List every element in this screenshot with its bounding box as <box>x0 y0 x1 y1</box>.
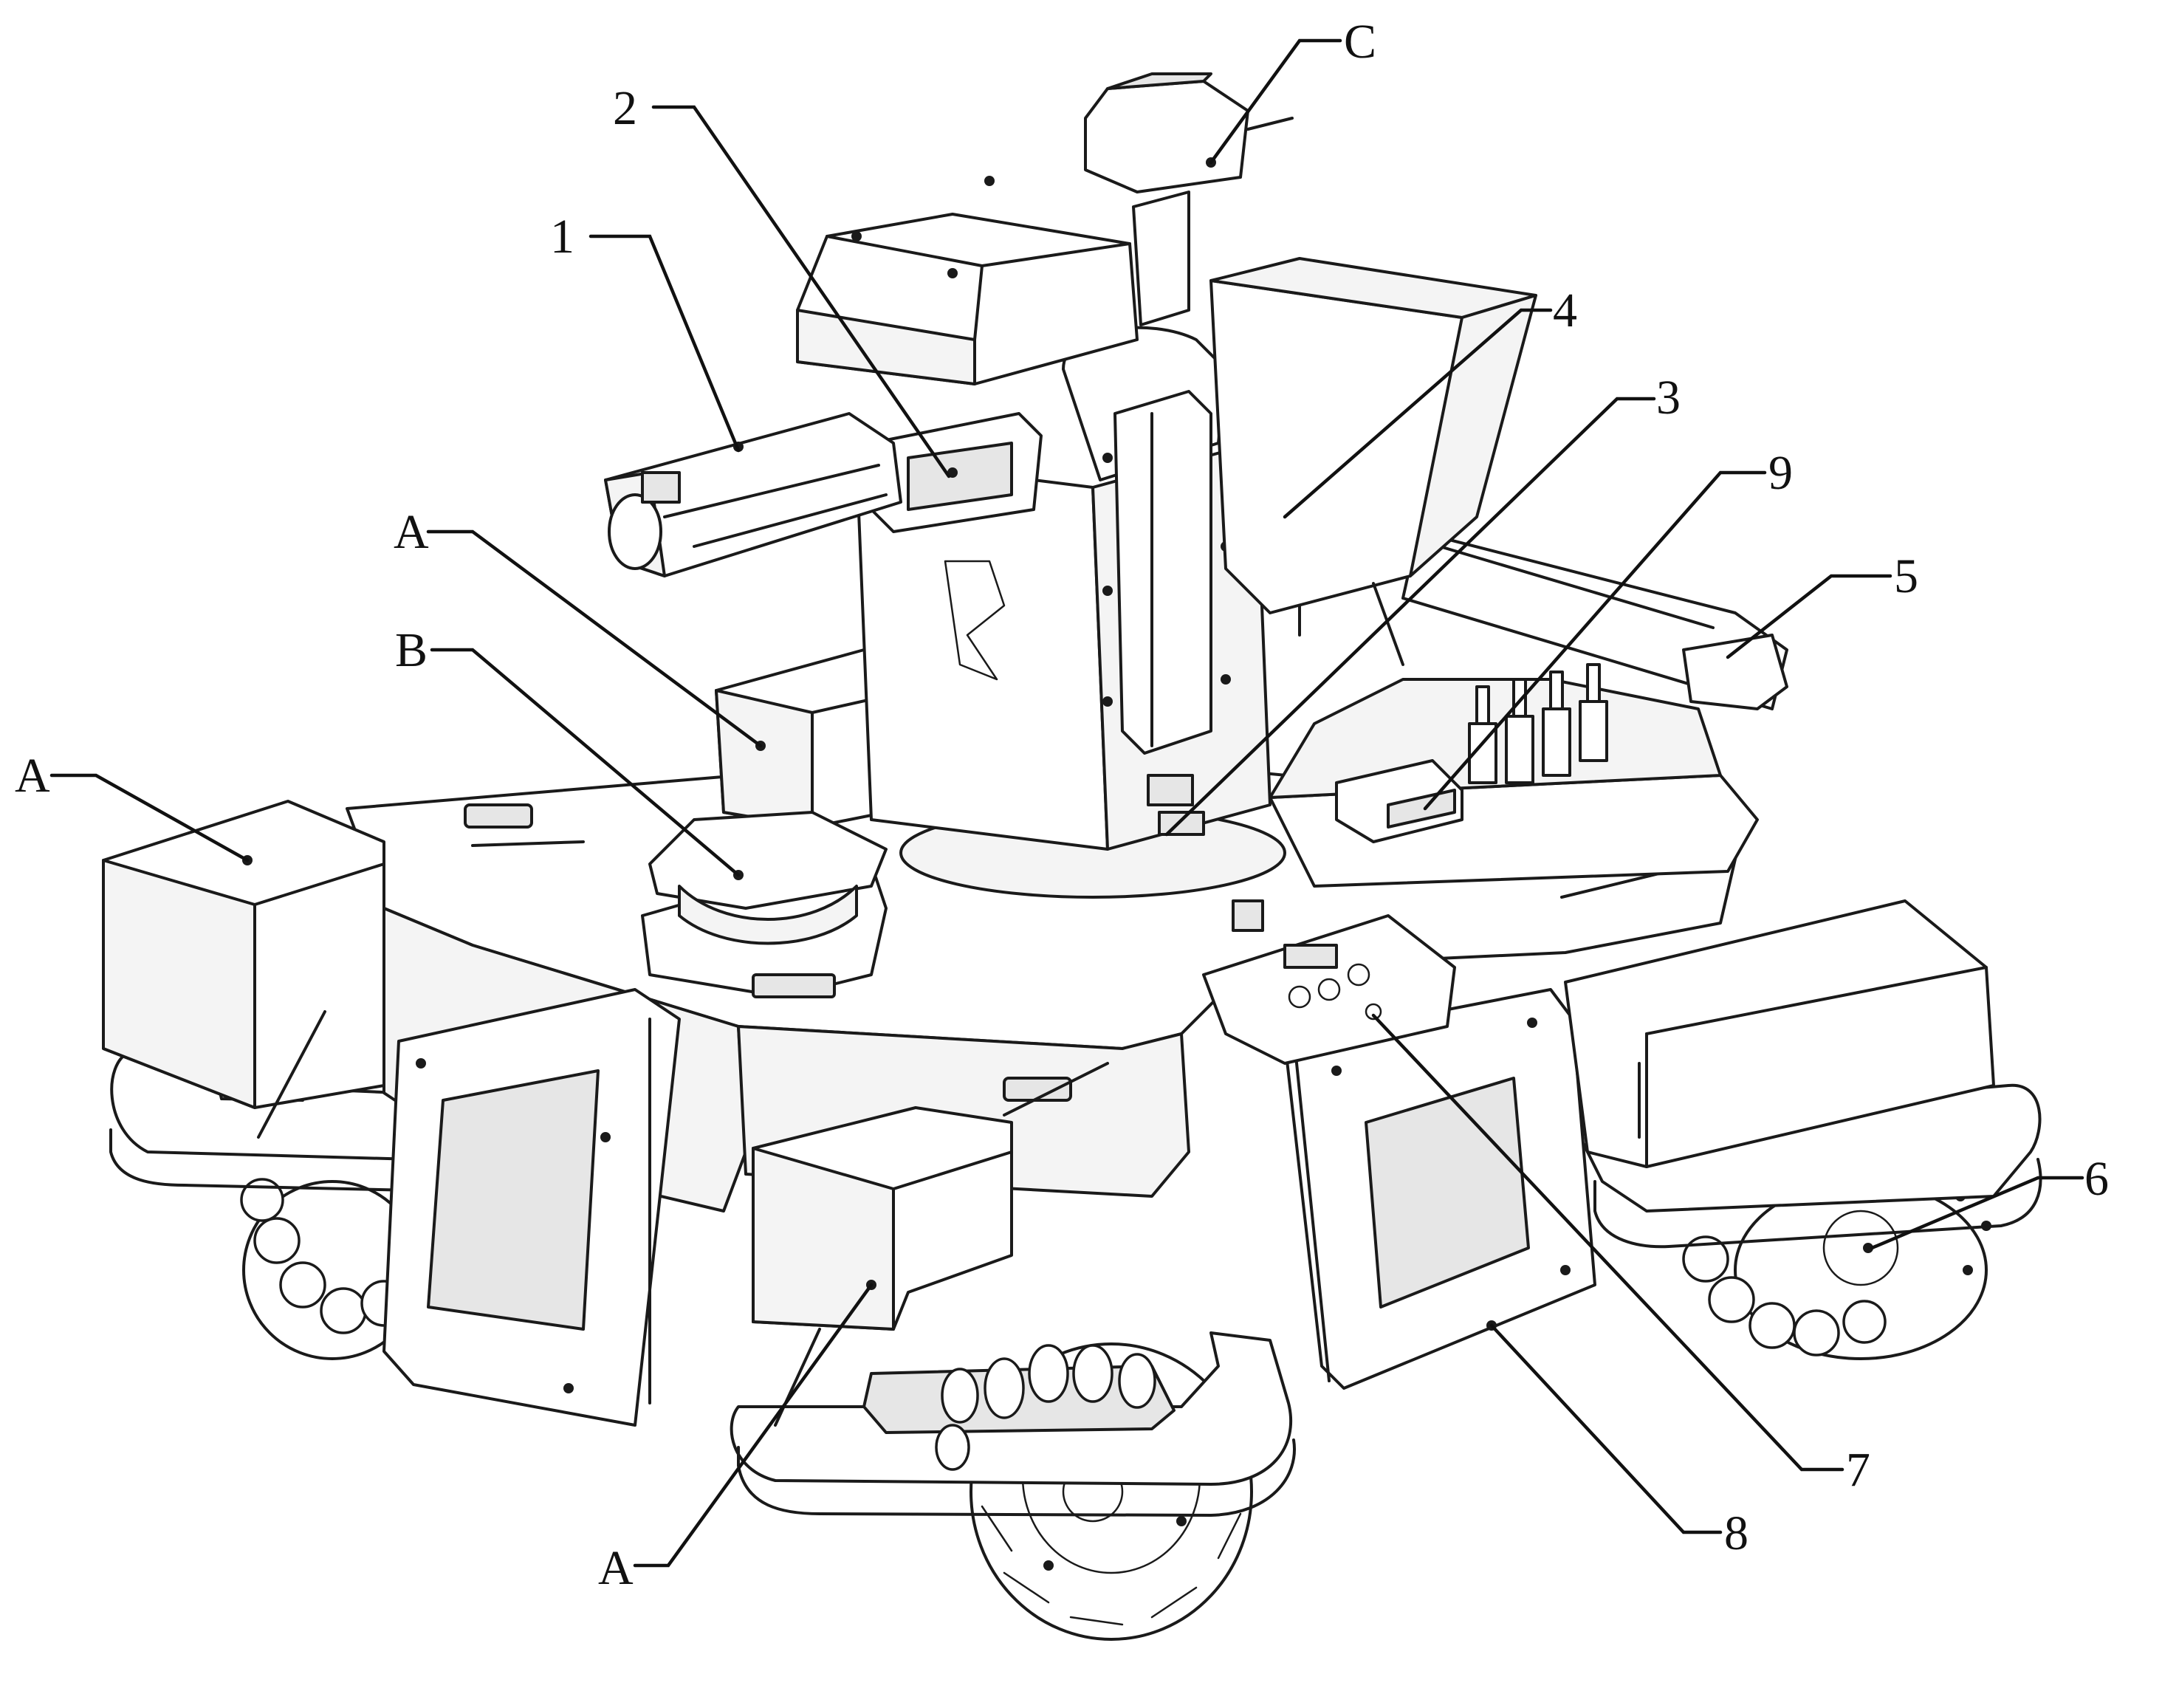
armor-module-rear-right <box>1564 899 1995 1168</box>
armor-module-left <box>102 800 385 1139</box>
camera-barrel-1 <box>604 412 902 577</box>
gimbal-turret <box>855 326 1286 932</box>
label-c: C <box>1344 15 1376 69</box>
connector-3 <box>1158 811 1205 836</box>
label-4: 4 <box>1553 284 1577 337</box>
label-7: 7 <box>1846 1443 1870 1497</box>
label-b: B <box>395 623 428 677</box>
label-9: 9 <box>1768 446 1793 500</box>
bracket-2 <box>870 412 1043 533</box>
label-6: 6 <box>2084 1152 2109 1206</box>
main-controller-7 <box>1202 914 1456 1065</box>
wheel-hub-6 <box>1863 1243 1873 1253</box>
pitch-housing <box>796 176 1139 385</box>
top-sensor-c <box>1084 72 1294 326</box>
part-labels: 1 2 3 4 5 6 7 8 9 A A A B C <box>15 15 2109 1595</box>
label-a-bottom: A <box>598 1541 634 1595</box>
leader-lines <box>49 38 2084 1568</box>
label-2: 2 <box>613 81 637 135</box>
sensor-unit-b <box>641 811 888 998</box>
label-a-left: A <box>15 749 50 803</box>
label-1: 1 <box>550 210 574 264</box>
armor-module-front <box>752 1106 1013 1427</box>
electronics-box-9 <box>1335 759 1463 843</box>
label-3: 3 <box>1656 371 1681 425</box>
label-5: 5 <box>1894 549 1918 603</box>
armor-panel-front-left <box>382 988 681 1427</box>
label-8: 8 <box>1724 1506 1749 1560</box>
rear-rail-5 <box>1401 530 1788 710</box>
label-a-upper: A <box>394 505 429 559</box>
bumper-front <box>730 1331 1296 1517</box>
ammo-hopper-4 <box>1209 257 1537 666</box>
